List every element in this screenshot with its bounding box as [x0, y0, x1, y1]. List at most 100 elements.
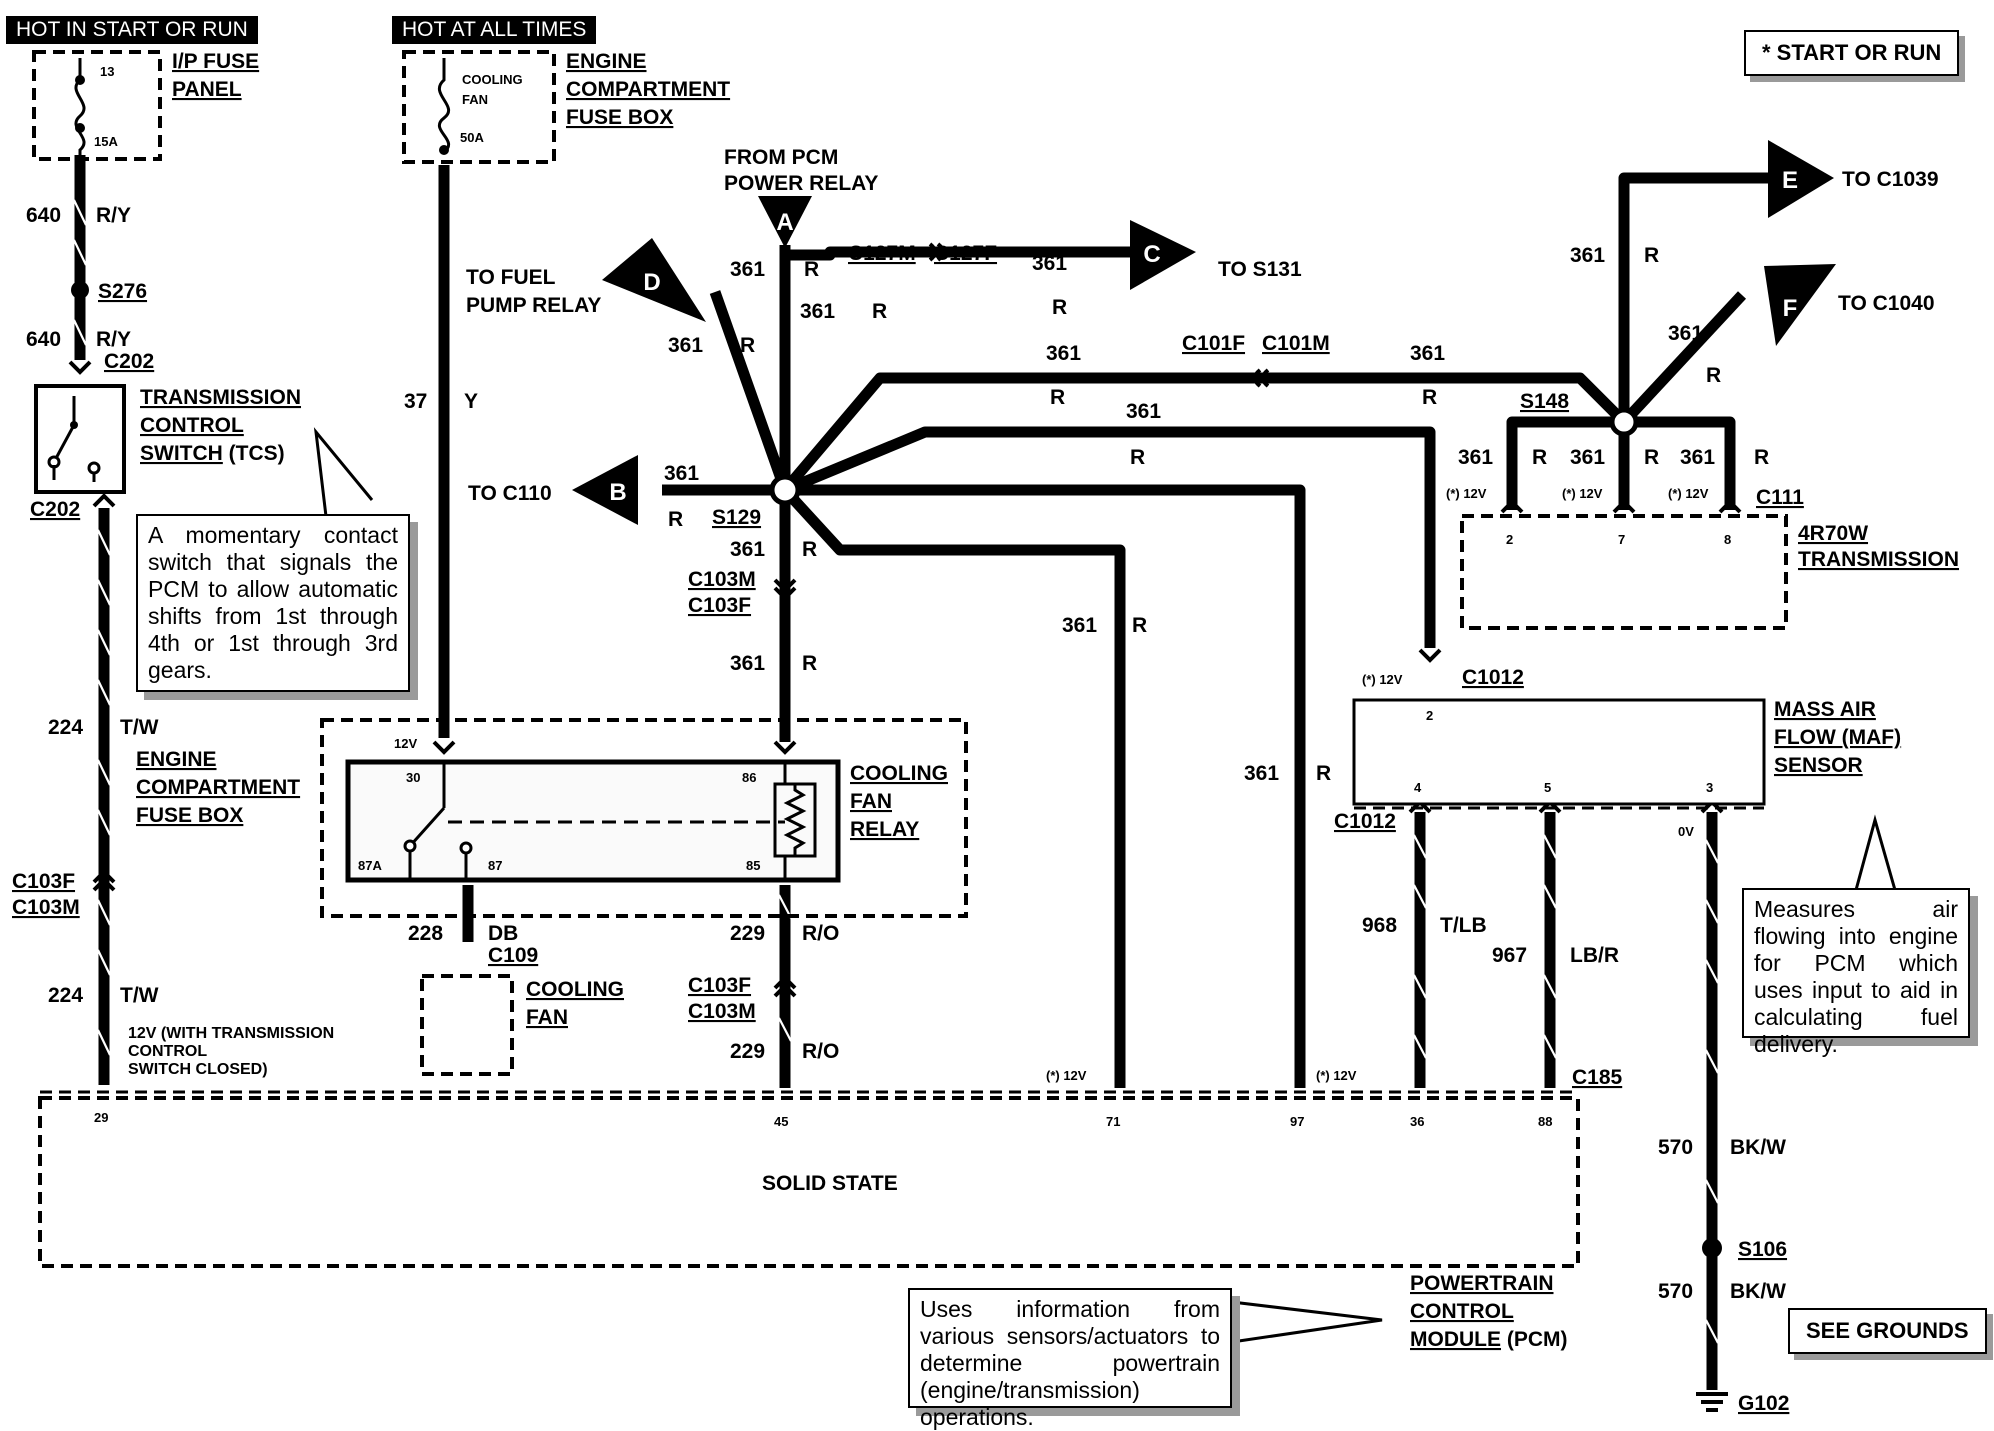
wire-640-num-1: 640 — [26, 204, 61, 227]
relay-pin-87a: 87A — [358, 858, 382, 873]
wire-224 — [97, 508, 111, 1085]
wire-361-b-color: R — [872, 300, 887, 323]
wire-224-color-2: T/W — [120, 984, 159, 1007]
connector-c185: C185 — [1572, 1066, 1623, 1089]
wire-640 — [73, 155, 87, 360]
trans-pin-7: 7 — [1618, 532, 1625, 547]
from-pcm-2: POWER RELAY — [724, 172, 878, 195]
maf-label-3: SENSOR — [1774, 754, 1863, 777]
splice-s276: S276 — [98, 280, 147, 303]
eng-box-2-label-1: ENGINE — [136, 748, 217, 771]
wire-968-color: T/LB — [1440, 914, 1487, 937]
wire-361-p-color: R — [1644, 446, 1659, 469]
wire-361-p-num: 361 — [1570, 446, 1605, 469]
wire-361-h-num: 361 — [1046, 342, 1081, 365]
eng-box-2-label-3: FUSE BOX — [136, 804, 243, 827]
wire-361-d-num: 361 — [668, 334, 703, 357]
connector-c127f: C127F — [934, 242, 997, 265]
wire-37-color: Y — [464, 390, 478, 413]
wire-361-j-num: 361 — [1126, 400, 1161, 423]
offpage-c-letter: C — [1143, 241, 1160, 268]
connector-chevrons — [68, 242, 1742, 998]
relay-pin-87: 87 — [488, 858, 502, 873]
pcm-pin-71: 71 — [1106, 1114, 1120, 1129]
wire-570-num-1: 570 — [1658, 1136, 1693, 1159]
wire-967-color: LB/R — [1570, 944, 1619, 967]
trans-pin-2: 2 — [1506, 532, 1513, 547]
connector-c103f-low: C103F — [688, 974, 751, 997]
wire-361-network — [662, 172, 1770, 1088]
from-pcm-1: FROM PCM — [724, 146, 838, 169]
trans-label-2: TRANSMISSION — [1798, 548, 1959, 571]
wire-361-q-num: 361 — [1680, 446, 1715, 469]
relay-label-2: FAN — [850, 790, 892, 813]
tcs-note: A momentary contact switch that signals … — [136, 514, 410, 692]
transmission-4r70w — [1460, 514, 1788, 630]
pcm-pin-88: 88 — [1538, 1114, 1552, 1129]
maf-pin3-voltage: 0V — [1678, 824, 1694, 839]
tcs-closed-1: 12V (WITH TRANSMISSION — [128, 1025, 334, 1042]
pcm-pin-97: 97 — [1290, 1114, 1304, 1129]
wire-361-o-color: R — [1532, 446, 1547, 469]
wire-361-c-num: 361 — [1032, 252, 1067, 275]
offpage-a-letter: A — [776, 209, 793, 236]
relay-label-1: COOLING — [850, 762, 948, 785]
connector-c202-bottom: C202 — [30, 498, 80, 521]
t-pin7-voltage: (*) 12V — [1562, 486, 1603, 501]
connector-c103m-low: C103M — [688, 1000, 756, 1023]
pcm-solid-state: SOLID STATE — [762, 1172, 898, 1195]
wire-224-num-2: 224 — [48, 984, 83, 1007]
wire-361-d-color: R — [740, 334, 755, 357]
to-s131: TO S131 — [1218, 258, 1302, 281]
pcm-label-3: MODULE (PCM) — [1410, 1328, 1568, 1351]
cooling-fan — [420, 974, 514, 1076]
wire-361-m-num: 361 — [1570, 244, 1605, 267]
wire-361-i-color: R — [1422, 386, 1437, 409]
wire-640-color-2: R/Y — [96, 328, 131, 351]
fan-label-1: COOLING — [526, 978, 624, 1001]
relay-pin-86: 86 — [742, 770, 756, 785]
connector-c103f-left: C103F — [12, 870, 75, 893]
see-grounds-button[interactable]: SEE GROUNDS — [1788, 1308, 1987, 1354]
maf-label-2: FLOW (MAF) — [1774, 726, 1901, 749]
splice-s106: S106 — [1738, 1238, 1787, 1261]
header-hot-start-run: HOT IN START OR RUN — [6, 16, 258, 44]
header-hot-all-times: HOT AT ALL TIMES — [392, 16, 597, 44]
wire-570-num-2: 570 — [1658, 1280, 1693, 1303]
wire-361-o-num: 361 — [1458, 446, 1493, 469]
ground-symbol — [1696, 1392, 1728, 1412]
wire-37-num: 37 — [404, 390, 427, 413]
transmission-control-switch — [34, 384, 126, 494]
legend-start-or-run: * START OR RUN — [1744, 30, 1960, 76]
offpage-a: A — [758, 196, 812, 248]
connector-c103f-mid: C103F — [688, 594, 751, 617]
offpage-e-letter: E — [1782, 167, 1798, 194]
eng-box-label-3: FUSE BOX — [566, 106, 673, 129]
tcs-label-3: SWITCH (TCS) — [140, 442, 285, 465]
relay-pin-85: 85 — [746, 858, 760, 873]
offpage-b: B — [572, 455, 638, 525]
wire-361-k-num: 361 — [1062, 614, 1097, 637]
wire-361-i-num: 361 — [1410, 342, 1445, 365]
cooling-fuse-label-2: FAN — [462, 92, 488, 107]
pcm-module — [38, 1090, 1580, 1268]
maf-pin2-voltage: (*) 12V — [1362, 672, 1403, 687]
wire-640-color-1: R/Y — [96, 204, 131, 227]
maf-sensor — [1352, 698, 1766, 810]
wire-361-l-color: R — [1316, 762, 1331, 785]
wire-361-b-num: 361 — [800, 300, 835, 323]
wire-361-m-color: R — [1644, 244, 1659, 267]
to-c110: TO C110 — [468, 482, 552, 505]
wire-361-n-num: 361 — [1668, 322, 1703, 345]
cooling-fan-fuse — [402, 50, 556, 164]
offpage-e: E — [1768, 140, 1834, 218]
maf-note: Measures air flowing into engine for PCM… — [1742, 888, 1970, 1057]
wire-361-h-color: R — [1050, 386, 1065, 409]
wire-229-num-1: 229 — [730, 922, 765, 945]
relay-feed-voltage: 12V — [394, 736, 417, 751]
pcm-pin97-voltage: (*) 12V — [1316, 1068, 1357, 1083]
wire-968-967-570 — [1413, 812, 1719, 1390]
cooling-fuse-amp: 50A — [460, 130, 484, 145]
wire-228-color: DB — [488, 922, 518, 945]
tcs-closed-2: CONTROL — [128, 1043, 207, 1060]
